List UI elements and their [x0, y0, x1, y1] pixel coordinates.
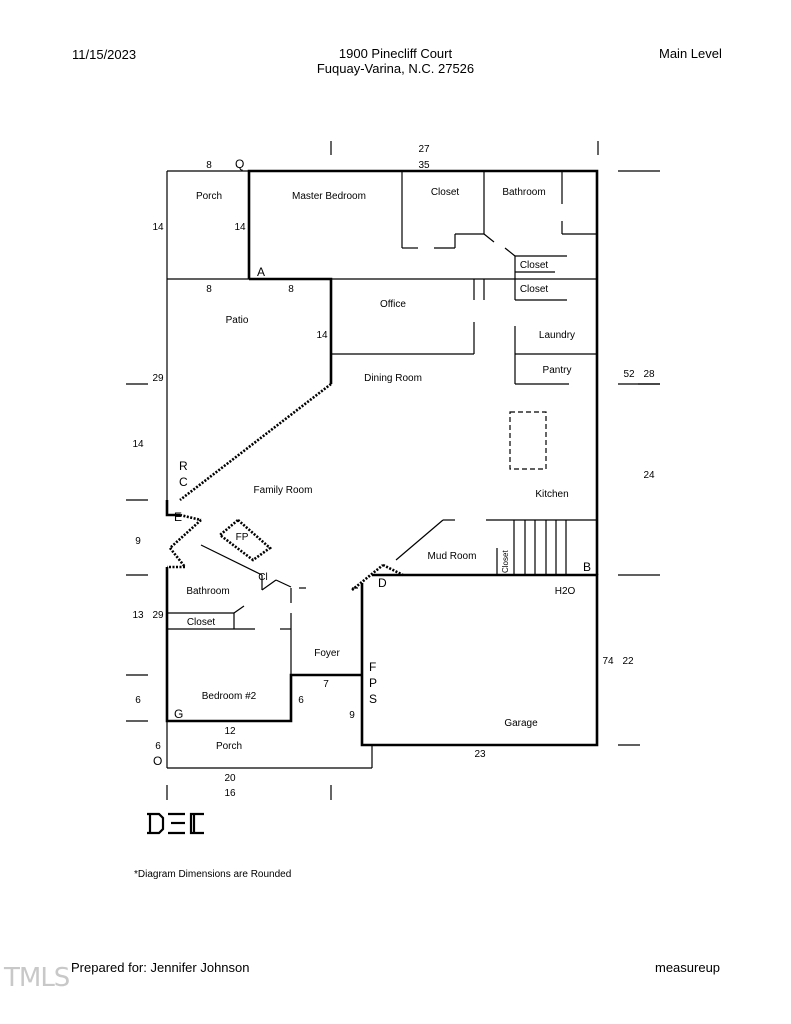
point-o: O [153, 754, 162, 768]
closet-b-label: Closet [520, 284, 549, 295]
dim-label: 6 [155, 741, 161, 752]
bathroom-top-label: Bathroom [502, 187, 545, 198]
address-block: 1900 Pinecliff Court Fuquay-Varina, N.C.… [0, 46, 791, 76]
dim-label: 9 [135, 536, 141, 547]
dim-label: 24 [643, 470, 655, 481]
dim-label: 14 [316, 330, 328, 341]
closet-a-label: Closet [520, 260, 549, 271]
dim-label: 6 [135, 695, 141, 706]
dim-label: 27 [418, 144, 430, 155]
dim-label: 52 [623, 369, 635, 380]
point-b: B [583, 560, 591, 574]
dim-label: 9 [349, 710, 355, 721]
dec-logo [147, 812, 204, 835]
dim-label: 14 [234, 222, 246, 233]
dim-label: 74 [602, 656, 614, 667]
mud-room-label: Mud Room [428, 551, 477, 562]
dim-label: 13 [132, 610, 144, 621]
watermark-logo: TMLS [4, 963, 70, 993]
porch-top-label: Porch [196, 191, 222, 202]
address-line-1: 1900 Pinecliff Court [338, 46, 453, 61]
family-room-label: Family Room [254, 485, 313, 496]
point-s: S [369, 692, 377, 706]
dim-label: 12 [224, 726, 236, 737]
point-labels: Q A R C E D B F P S G O [153, 157, 591, 768]
porch-bottom-label: Porch [216, 741, 242, 752]
level-label: Main Level [659, 46, 722, 61]
point-e: E [174, 510, 182, 524]
point-d: D [378, 576, 387, 590]
brand-label: measureup [655, 960, 721, 975]
thick-walls [165, 169, 599, 747]
closet-left-label: Closet [187, 617, 216, 628]
h2o-label: H2O [555, 586, 576, 597]
office-label: Office [380, 299, 406, 310]
laundry-label: Laundry [539, 330, 575, 341]
dim-label: 14 [132, 439, 144, 450]
point-r: R [179, 459, 188, 473]
pantry-label: Pantry [543, 365, 572, 376]
kitchen-island [509, 411, 547, 470]
dotted-walls [167, 382, 404, 592]
dimensions-note: *Diagram Dimensions are Rounded [134, 869, 292, 880]
thin-lines [126, 141, 660, 800]
address-line-2: Fuquay-Varina, N.C. 27526 [316, 61, 475, 76]
date-label: 11/15/2023 [72, 47, 137, 62]
dim-label: 28 [643, 369, 655, 380]
dim-label: 20 [224, 773, 236, 784]
point-g: G [174, 707, 183, 721]
patio-label: Patio [226, 315, 249, 326]
closet-top-label: Closet [431, 187, 460, 198]
dim-label: 23 [474, 749, 486, 760]
dim-label: 8 [206, 284, 212, 295]
prepared-for-label: Prepared for: Jennifer Johnson [71, 960, 250, 975]
room-labels: Porch Master Bedroom Closet Bathroom Clo… [186, 187, 575, 752]
closet-vertical-label: Closet [501, 550, 510, 573]
dim-label: 29 [152, 610, 164, 621]
dining-room-label: Dining Room [364, 373, 422, 384]
point-a: A [257, 265, 265, 279]
cl-label: Cl [258, 572, 267, 583]
master-bedroom-label: Master Bedroom [292, 191, 366, 202]
dimension-labels: 27 35 8 14 14 8 8 14 29 14 9 13 29 6 12 … [132, 144, 655, 799]
point-p: P [369, 676, 377, 690]
dim-label: 6 [298, 695, 304, 706]
bedroom2-label: Bedroom #2 [202, 691, 257, 702]
dim-label: 16 [224, 788, 236, 799]
point-c: C [179, 475, 188, 489]
dim-label: 8 [206, 160, 212, 171]
dim-label: 8 [288, 284, 294, 295]
dim-label: 22 [622, 656, 634, 667]
garage-label: Garage [504, 718, 538, 729]
bathroom-left-label: Bathroom [186, 586, 229, 597]
point-q: Q [235, 157, 244, 171]
dim-label: 35 [418, 160, 430, 171]
dim-label: 7 [323, 679, 329, 690]
fp-label: FP [236, 532, 249, 543]
point-f: F [369, 660, 376, 674]
foyer-label: Foyer [314, 648, 340, 659]
dim-label: 14 [152, 222, 164, 233]
dim-label: 29 [152, 373, 164, 384]
kitchen-label: Kitchen [535, 489, 568, 500]
